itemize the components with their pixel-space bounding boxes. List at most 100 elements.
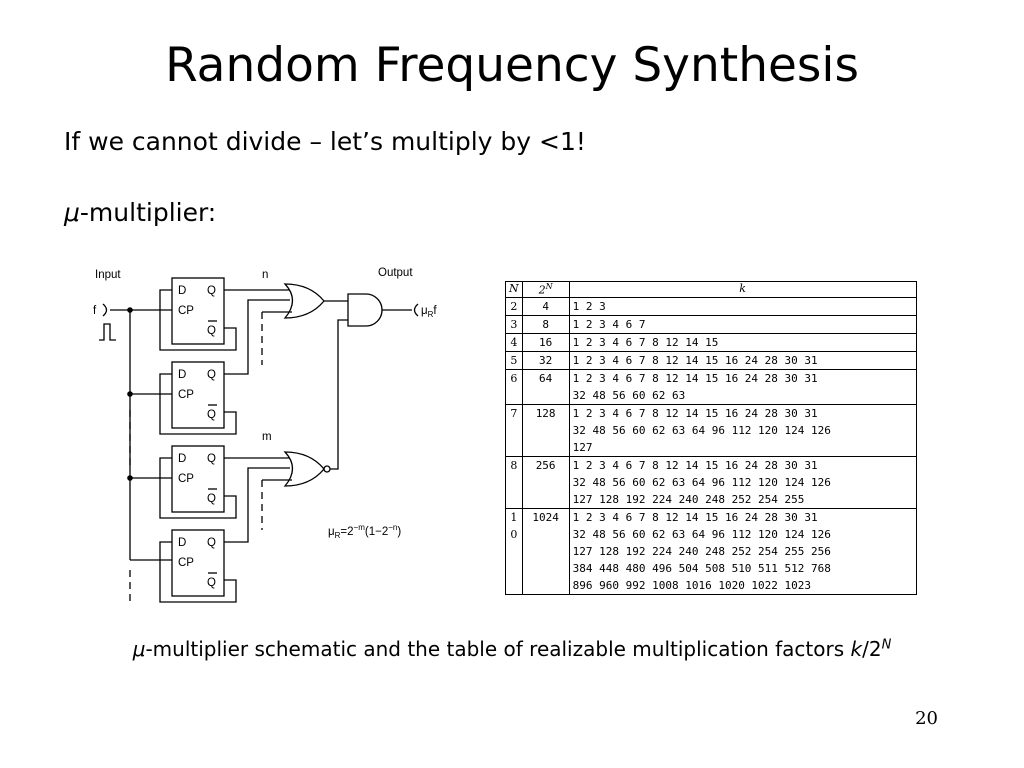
intro-line: If we cannot divide – let’s multiply by …	[64, 127, 586, 156]
ff2-cp: CP	[178, 389, 194, 401]
cell-k: 1 2 3 4 6 7 8 12 14 15 16 24 28 30 31 32 …	[568, 455, 917, 509]
ff3-q: Q	[207, 453, 216, 465]
or-gate	[283, 283, 325, 319]
formula-base: =2	[340, 526, 353, 538]
header-k: k	[568, 281, 917, 298]
multiplier-heading: μ-multiplier:	[64, 198, 216, 227]
and-gate	[347, 293, 383, 327]
caption-slash: /2	[862, 637, 882, 661]
flip-flop-4	[171, 529, 225, 597]
caption-mu: μ	[132, 637, 146, 661]
cell-k: 1 2 3 4 6 7 8 12 14 15 16 24 28 30 31 32 …	[568, 368, 917, 405]
k-line: 32 48 56 60 62 63	[572, 388, 686, 402]
flip-flop-1	[171, 277, 225, 345]
ff1-qbar: Q	[207, 325, 216, 337]
n-label: n	[262, 269, 268, 281]
formula-end: )	[397, 526, 401, 538]
cell-pow: 4	[521, 296, 570, 316]
ff4-qbar: Q	[207, 577, 216, 589]
output-formula: μRf	[421, 305, 437, 319]
ff1-cp: CP	[178, 305, 194, 317]
header-pow: 2N	[521, 281, 570, 298]
m-label: m	[262, 431, 272, 443]
ff4-q: Q	[207, 537, 216, 549]
ff2-qbar: Q	[207, 409, 216, 421]
flip-flop-3	[171, 445, 225, 513]
cell-n: 8	[505, 455, 523, 509]
k-line: 127 128 192 224 240 248 252 254 255	[572, 492, 805, 506]
k-line: 1 2 3 4 6 7 8 12 14 15 16 24 28 30 31	[572, 353, 818, 367]
ff1-q: Q	[207, 285, 216, 297]
ff2-d: D	[178, 369, 186, 381]
ff3-qbar: Q	[207, 493, 216, 505]
formula-exp2: −n	[388, 523, 397, 532]
cell-k: 1 2 3 4 6 7	[568, 314, 917, 334]
k-line: 384 448 480 496 504 508 510 511 512 768	[572, 561, 831, 575]
header-pow-base: 2	[538, 283, 546, 297]
cell-n-digit: 0	[510, 527, 518, 541]
k-line: 32 48 56 60 62 63 64 96 112 120 124 126	[572, 423, 831, 437]
slide-title: Random Frequency Synthesis	[165, 38, 859, 93]
cell-k: 1 2 3	[568, 296, 917, 316]
ff3-cp: CP	[178, 473, 194, 485]
cell-pow: 1024	[521, 507, 570, 595]
input-label: Input	[95, 269, 121, 281]
cell-k: 1 2 3 4 6 7 8 12 14 15 16 24 28 30 31 32 …	[568, 403, 917, 457]
figure-caption: μ-multiplier schematic and the table of …	[0, 637, 1024, 661]
cell-n: 7	[505, 403, 523, 457]
k-line: 127 128 192 224 240 248 252 254 255 256	[572, 544, 831, 558]
k-line: 1 2 3 4 6 7	[572, 317, 646, 331]
cell-k: 1 2 3 4 6 7 8 12 14 15 16 24 28 30 31 32 …	[568, 507, 917, 595]
ff3-d: D	[178, 453, 186, 465]
k-line: 1 2 3 4 6 7 8 12 14 15 16 24 28 30 31	[572, 510, 818, 524]
header-pow-sup: N	[545, 282, 553, 291]
flip-flop-2	[171, 361, 225, 429]
formula-mu: μ	[328, 526, 335, 538]
k-line: 32 48 56 60 62 63 64 96 112 120 124 126	[572, 527, 831, 541]
k-line: 1 2 3 4 6 7 8 12 14 15	[572, 335, 719, 349]
header-n: N	[505, 281, 523, 298]
cell-pow: 8	[521, 314, 570, 334]
mu-symbol: μ	[64, 198, 80, 227]
k-line: 32 48 56 60 62 63 64 96 112 120 124 126	[572, 475, 831, 489]
k-line: 1 2 3 4 6 7 8 12 14 15 16 24 28 30 31	[572, 406, 818, 420]
out-sub: R	[428, 310, 434, 319]
k-line: 1 2 3	[572, 299, 606, 313]
ff4-d: D	[178, 537, 186, 549]
cell-pow: 256	[521, 455, 570, 509]
page-number: 20	[915, 708, 938, 729]
formula-exp1: −m	[354, 523, 366, 532]
mu-multiplier-schematic: Input Output n m f D Q CP Q D Q CP Q D Q…	[93, 267, 437, 603]
formula-sub: R	[335, 531, 341, 540]
k-line: 1 2 3 4 6 7 8 12 14 15 16 24 28 30 31	[572, 458, 818, 472]
nor-gate	[283, 451, 325, 487]
ff1-d: D	[178, 285, 186, 297]
f-label: f	[93, 305, 97, 317]
k-line: 896 960 992 1008 1016 1020 1022 1023	[572, 578, 812, 592]
cell-n: 3	[505, 314, 523, 334]
caption-k: k	[850, 637, 863, 661]
cell-pow: 16	[521, 332, 570, 352]
multiplier-heading-text: -multiplier:	[79, 198, 217, 227]
k-line: 1 2 3 4 6 7 8 12 14 15 16 24 28 30 31	[572, 371, 818, 385]
cell-pow: 32	[521, 350, 570, 370]
k-line: 127	[572, 440, 593, 454]
output-label: Output	[378, 267, 413, 279]
cell-pow: 64	[521, 368, 570, 405]
cell-n: 5	[505, 350, 523, 370]
cell-pow: 128	[521, 403, 570, 457]
cell-n: 6	[505, 368, 523, 405]
cell-k: 1 2 3 4 6 7 8 12 14 15 16 24 28 30 31	[568, 350, 917, 370]
caption-text: -multiplier schematic and the table of r…	[145, 637, 851, 661]
